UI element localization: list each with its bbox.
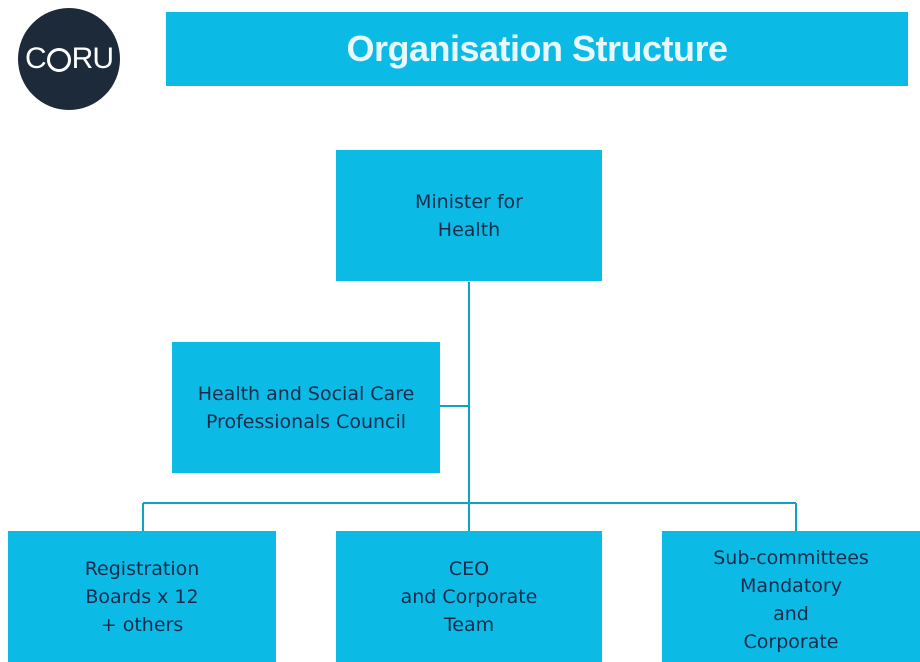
node-ceo-corporate-team: CEO and Corporate Team xyxy=(336,531,602,662)
node-registration-boards: Registration Boards x 12 + others xyxy=(8,531,276,662)
node-minister-for-health: Minister for Health xyxy=(336,150,602,281)
logo-text-left: C xyxy=(24,42,47,75)
node-professionals-council: Health and Social Care Professionals Cou… xyxy=(172,342,440,473)
coru-logo: C RU xyxy=(18,8,120,110)
page-title: Organisation Structure xyxy=(166,12,908,86)
node-sub-committees: Sub-committees Mandatory and Corporate xyxy=(662,531,920,662)
logo-ring-icon xyxy=(46,48,71,72)
logo-text-right: RU xyxy=(71,42,114,75)
